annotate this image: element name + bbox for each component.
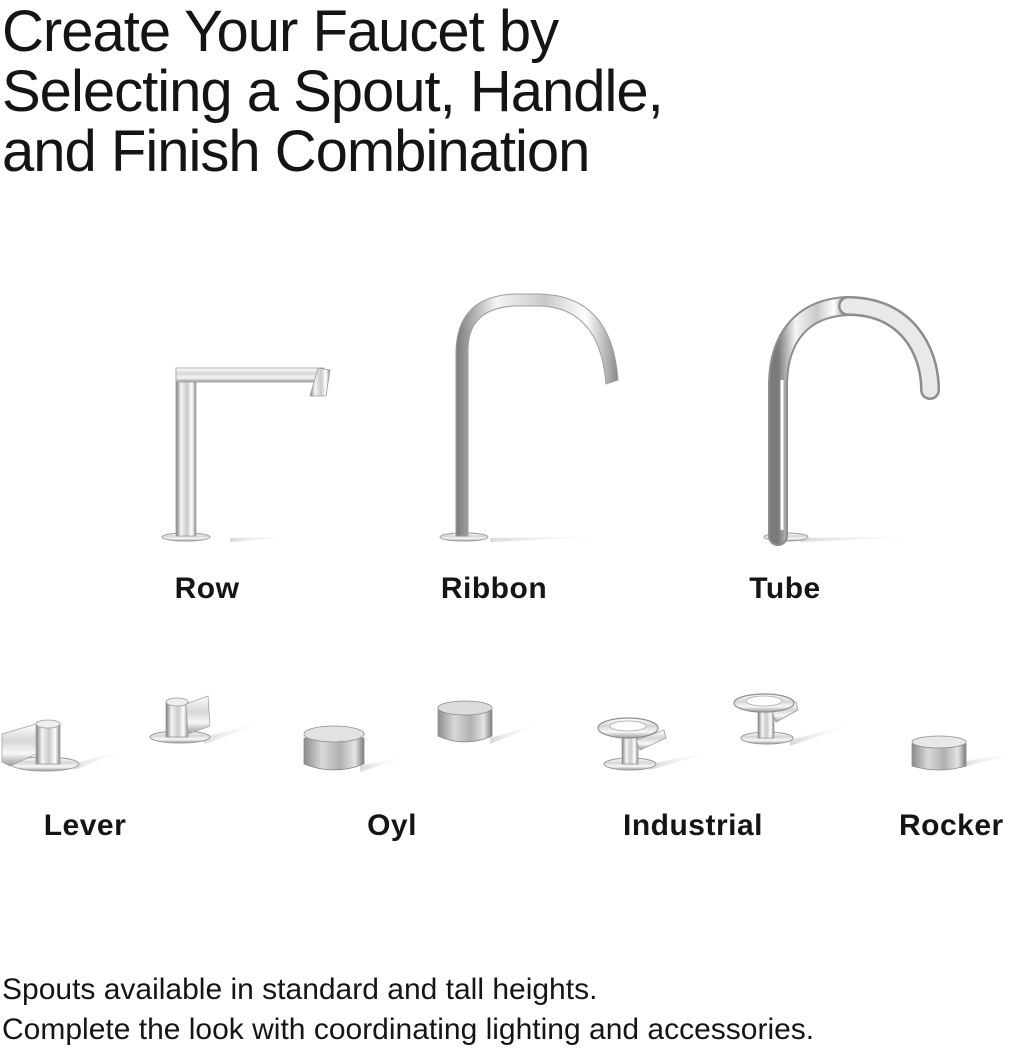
handle-label-rocker: Rocker	[899, 809, 1004, 842]
spout-label-ribbon: Ribbon	[440, 572, 548, 605]
oyl-handle-icon	[303, 700, 545, 772]
headline-line-1: Create Your Faucet by	[2, 0, 559, 64]
headline-line-2: Selecting a Spout, Handle,	[2, 59, 664, 124]
headline-line-3: and Finish Combination	[2, 119, 590, 184]
row-spout-icon	[161, 367, 331, 542]
tube-spout-icon	[763, 296, 940, 546]
rocker-handle-icon	[911, 735, 1022, 771]
footer-notes: Spouts available in standard and tall he…	[2, 970, 1022, 1050]
handle-label-industrial: Industrial	[622, 809, 764, 842]
handle-label-lever: Lever	[43, 809, 127, 842]
footer-line-2: Complete the look with coordinating ligh…	[2, 1013, 815, 1046]
ribbon-spout-icon	[439, 293, 620, 542]
industrial-handle-icon	[597, 693, 860, 771]
lever-handle-icon	[1, 695, 270, 772]
spout-label-row: Row	[174, 572, 240, 605]
page-headline: Create Your Faucet by Selecting a Spout,…	[2, 2, 1012, 182]
handle-label-oyl: Oyl	[367, 809, 417, 842]
spout-label-tube: Tube	[749, 572, 821, 605]
footer-line-1: Spouts available in standard and tall he…	[2, 973, 598, 1006]
